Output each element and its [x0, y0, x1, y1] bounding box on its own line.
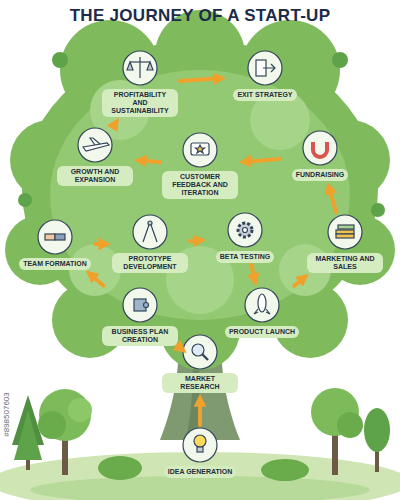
diagram-title: THE JOURNEY OF A START-UP: [0, 6, 400, 26]
stage-node: PRODUCT LAUNCH: [224, 287, 300, 338]
icon-slot: [247, 50, 283, 86]
stage-label: PROFITABILITY AND SUSTAINABILITY: [102, 89, 178, 117]
stage-label: MARKET RESEARCH: [162, 373, 238, 393]
stage-node: IDEA GENERATION: [162, 427, 238, 478]
stage-node: BETA TESTING: [207, 212, 283, 263]
stage-node: FUNDRAISING: [282, 130, 358, 181]
icon-slot: [182, 334, 218, 370]
icon-slot: [37, 219, 73, 255]
stage-label: BETA TESTING: [216, 251, 275, 263]
stage-node: TEAM FORMATION: [17, 219, 93, 270]
icon-slot: [182, 132, 218, 168]
stage-label: EXIT STRATEGY: [233, 89, 296, 101]
stage-label: PRODUCT LAUNCH: [225, 326, 299, 338]
stage-label: IDEA GENERATION: [164, 466, 237, 478]
stage-label: MARKETING AND SALES: [307, 253, 383, 273]
icon-slot: [327, 214, 363, 250]
flow-arrow: [180, 78, 221, 81]
flow-arrow: [294, 277, 305, 286]
flow-arrow: [251, 265, 255, 281]
stage-label: TEAM FORMATION: [19, 258, 91, 270]
flow-arrow: [114, 122, 116, 125]
stage-label: BUSINESS PLAN CREATION: [102, 326, 178, 346]
stage-label: CUSTOMER FEEDBACK AND ITERATION: [162, 171, 238, 199]
icon-slot: [122, 50, 158, 86]
icon-slot: [122, 287, 158, 323]
icon-slot: [302, 130, 338, 166]
stage-node: PROFITABILITY AND SUSTAINABILITY: [102, 50, 178, 117]
stage-node: MARKETING AND SALES: [307, 214, 383, 273]
stage-node: BUSINESS PLAN CREATION: [102, 287, 178, 346]
flow-arrow: [329, 187, 336, 212]
flow-arrow: [244, 159, 280, 162]
stage-label: FUNDRAISING: [292, 169, 349, 181]
stage-node: EXIT STRATEGY: [227, 50, 303, 101]
stage-label: PROTOTYPE DEVELOPMENT: [112, 253, 188, 273]
stage-node: CUSTOMER FEEDBACK AND ITERATION: [162, 132, 238, 199]
icon-slot: [132, 214, 168, 250]
icon-slot: [227, 212, 263, 248]
watermark: #898507603: [2, 365, 11, 465]
stage-label: GROWTH AND EXPANSION: [57, 166, 133, 186]
flow-arrow: [198, 399, 202, 425]
flow-arrow: [95, 242, 106, 246]
flow-arrow: [190, 238, 201, 243]
flow-arrow: [139, 160, 160, 162]
small-trees: [12, 388, 390, 481]
icon-slot: [182, 427, 218, 463]
canopy: [5, 10, 395, 370]
stage-node: PROTOTYPE DEVELOPMENT: [112, 214, 188, 273]
icon-slot: [77, 127, 113, 163]
flow-arrow: [90, 274, 104, 286]
icon-slot: [244, 287, 280, 323]
stage-node: GROWTH AND EXPANSION: [57, 127, 133, 186]
